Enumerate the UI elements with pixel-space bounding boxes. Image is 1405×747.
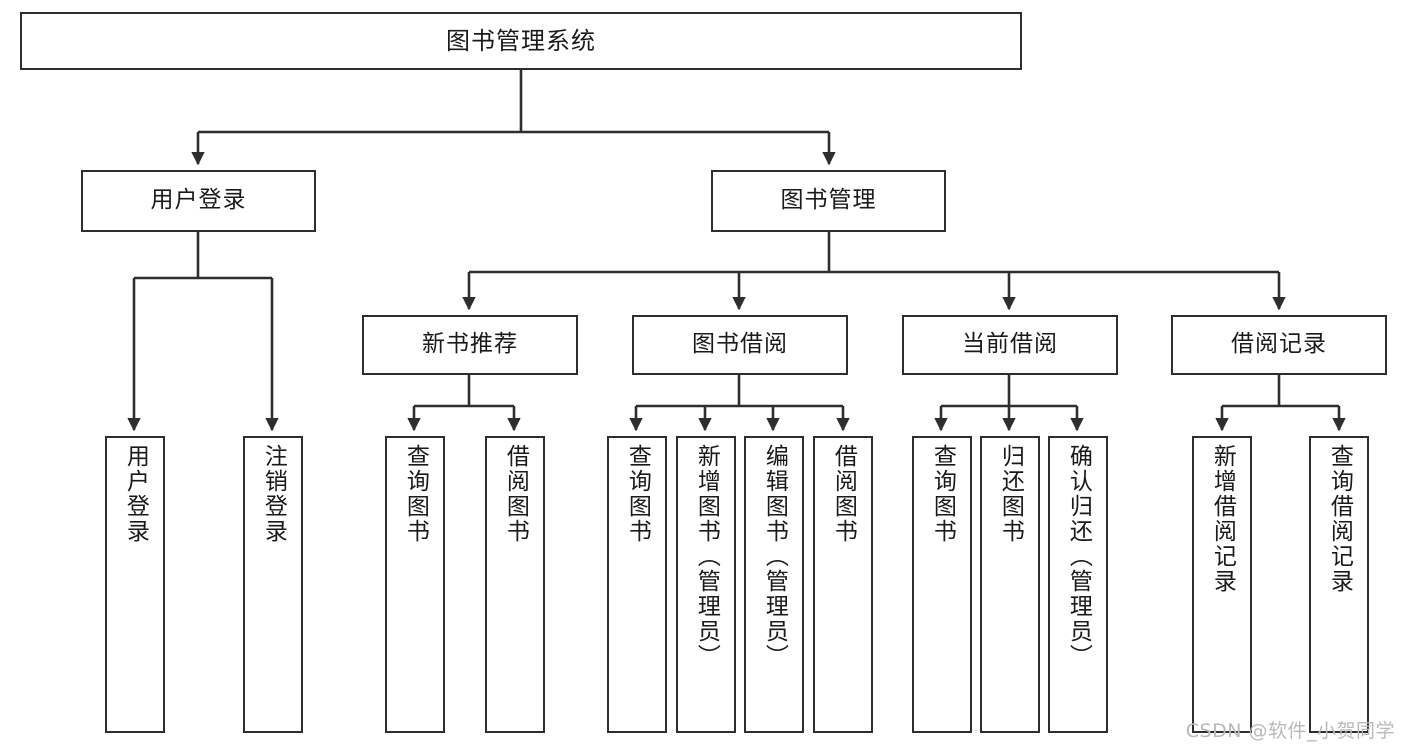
leaf-new-book-borrow-book[interactable]: 借阅图书 bbox=[485, 436, 545, 733]
node-borrow-record[interactable]: 借阅记录 bbox=[1171, 315, 1387, 375]
leaf-book-borrow-edit-book-admin[interactable]: 编辑图书（管理员） bbox=[744, 436, 804, 733]
node-book-management[interactable]: 图书管理 bbox=[711, 170, 946, 232]
node-label: 新书推荐 bbox=[422, 331, 518, 358]
leaf-borrow-record-query-record[interactable]: 查询借阅记录 bbox=[1309, 436, 1369, 733]
node-label: 图书管理 bbox=[780, 187, 877, 214]
node-label: 借阅记录 bbox=[1231, 331, 1327, 358]
node-label: 用户登录 bbox=[150, 187, 247, 214]
leaf-current-borrow-query-book[interactable]: 查询图书 bbox=[912, 436, 972, 733]
node-label: 用户登录 bbox=[122, 444, 149, 544]
node-label: 查询借阅记录 bbox=[1326, 444, 1353, 594]
node-label: 当前借阅 bbox=[962, 331, 1058, 358]
leaf-current-borrow-confirm-return-admin[interactable]: 确认归还（管理员） bbox=[1048, 436, 1108, 733]
node-root-book-management-system[interactable]: 图书管理系统 bbox=[20, 12, 1022, 70]
node-label: 编辑图书（管理员） bbox=[761, 444, 788, 669]
node-user-login[interactable]: 用户登录 bbox=[81, 170, 316, 232]
node-label: 查询图书 bbox=[402, 444, 429, 544]
leaf-user-login-login[interactable]: 用户登录 bbox=[105, 436, 165, 733]
node-book-borrow[interactable]: 图书借阅 bbox=[632, 315, 848, 375]
node-label: 借阅图书 bbox=[502, 444, 529, 544]
node-label: 查询图书 bbox=[624, 444, 651, 544]
node-label: 归还图书 bbox=[997, 444, 1024, 544]
node-current-borrow[interactable]: 当前借阅 bbox=[902, 315, 1118, 375]
leaf-user-login-logout[interactable]: 注销登录 bbox=[243, 436, 303, 733]
leaf-book-borrow-borrow-book[interactable]: 借阅图书 bbox=[813, 436, 873, 733]
node-label: 确认归还（管理员） bbox=[1065, 444, 1092, 669]
node-label: 图书管理系统 bbox=[446, 26, 596, 55]
leaf-current-borrow-return-book[interactable]: 归还图书 bbox=[980, 436, 1040, 733]
leaf-book-borrow-query-book[interactable]: 查询图书 bbox=[607, 436, 667, 733]
node-label: 查询图书 bbox=[929, 444, 956, 544]
node-label: 借阅图书 bbox=[830, 444, 857, 544]
leaf-book-borrow-add-book-admin[interactable]: 新增图书（管理员） bbox=[676, 436, 736, 733]
node-label: 注销登录 bbox=[260, 444, 287, 544]
leaf-borrow-record-add-record[interactable]: 新增借阅记录 bbox=[1192, 436, 1252, 733]
leaf-new-book-query-book[interactable]: 查询图书 bbox=[385, 436, 445, 733]
watermark: CSDN @软件_小贺同学 bbox=[1185, 720, 1395, 742]
node-label: 新增图书（管理员） bbox=[693, 444, 720, 669]
node-new-book-recommend[interactable]: 新书推荐 bbox=[362, 315, 578, 375]
node-label: 图书借阅 bbox=[692, 331, 788, 358]
node-label: 新增借阅记录 bbox=[1209, 444, 1236, 594]
